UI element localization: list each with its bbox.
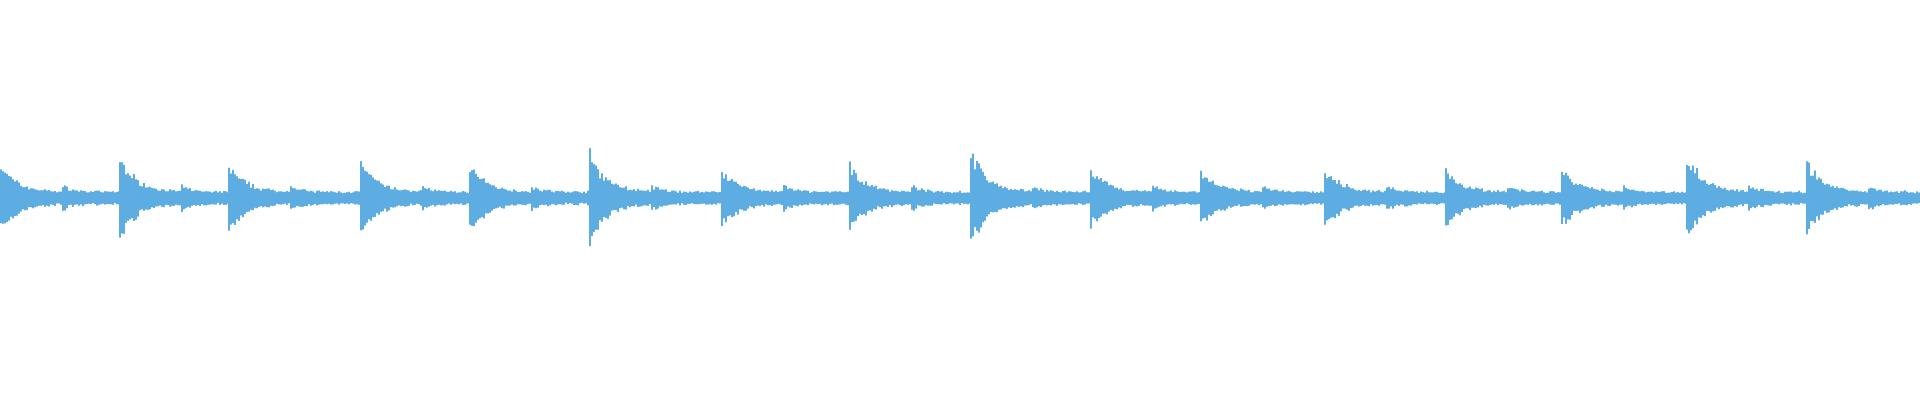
waveform-hit-12: [1324, 173, 1446, 225]
waveform-hit-9: [970, 153, 1090, 239]
waveform-hit-2: [119, 162, 229, 238]
waveform-hit-6: [589, 148, 721, 247]
waveform-hit-11: [1200, 170, 1324, 222]
waveform-hit-1: [0, 169, 120, 224]
waveform-hit-15: [1686, 165, 1806, 234]
waveform-hit-5: [469, 169, 589, 227]
waveform-hit-3: [228, 167, 360, 231]
waveform-hit-10: [1090, 170, 1200, 229]
waveform-hit-8: [849, 161, 971, 230]
waveform-hit-13: [1445, 168, 1561, 226]
waveform-hit-14: [1561, 171, 1687, 224]
waveform-hit-7: [721, 172, 849, 227]
waveform-hit-4: [360, 161, 470, 231]
waveform-hit-16: [1806, 161, 1920, 235]
